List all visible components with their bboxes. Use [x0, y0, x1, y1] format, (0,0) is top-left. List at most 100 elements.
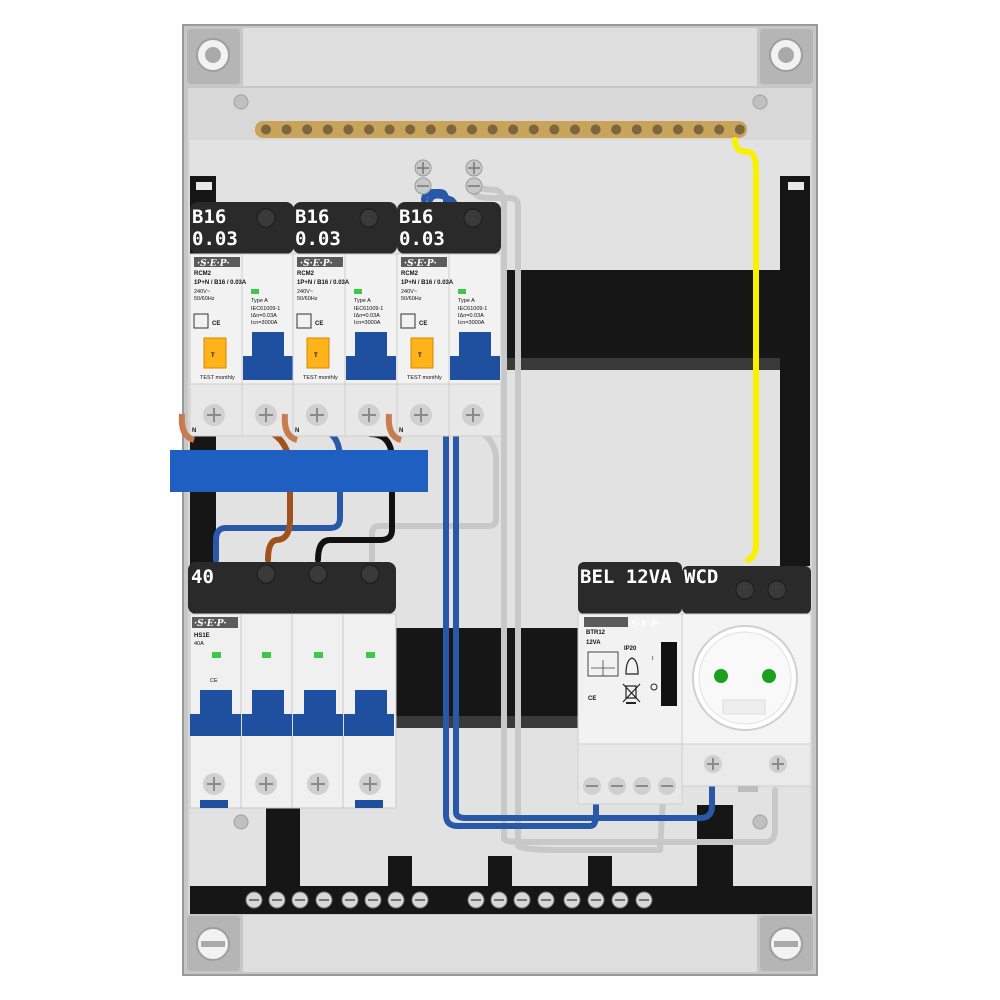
rcbo-type: Type A [251, 298, 268, 304]
busbar-hole [302, 124, 313, 135]
bell-transformer-ce: CE [588, 696, 596, 702]
busbar-hole [549, 124, 560, 135]
rcbo-standard: IEC61009-1 [458, 306, 487, 312]
rcbo-group: B16 0.03 ·S·E·P· RCM2 1P+N / B16 / 0.03A 240V… [178, 202, 502, 443]
rcbo-ce: CE [419, 321, 427, 327]
incoming-terminal-screws [414, 159, 483, 195]
neutral-link [385, 413, 403, 443]
rcbo-label-line2: 0.03 [399, 228, 445, 250]
bell-transformer-brand: ·S·E·P· [628, 620, 661, 630]
rcbo-brand: ·S·E·P· [300, 259, 333, 269]
rcbo-neutral-mark: N [399, 428, 403, 434]
main-switch-label-cap [188, 562, 396, 614]
rcbo-test-label: TEST monthly [407, 375, 442, 381]
main-switch-cap-screws [256, 564, 380, 584]
busbar-hole [508, 124, 519, 135]
rcbo-indicator [458, 289, 466, 294]
wire-blue-2 [427, 192, 715, 821]
main-switch-label: 40 [191, 566, 214, 588]
rcbo-voltage: 240V~ [194, 289, 210, 295]
wire-blue-3 [213, 427, 343, 563]
neutral-link [178, 413, 196, 443]
rcbo-ce: CE [315, 321, 323, 327]
neutral-link [281, 413, 299, 443]
busbar-hole [631, 124, 642, 135]
busbar-hole [446, 124, 457, 135]
busbar-hole [673, 124, 683, 135]
kema-mark [400, 313, 416, 329]
main-switch-ce: CE [210, 678, 218, 684]
busbar-hole [322, 124, 333, 135]
busbar-hole [384, 124, 395, 135]
rcbo-brand: ·S·E·P· [404, 259, 437, 269]
socket-label: WCD [684, 566, 718, 588]
bell-transformer[interactable]: BEL 12VA ·S·E·P· BTR12 12VA IP20 CE I [577, 562, 683, 805]
rcbo-toggle-base [346, 356, 396, 380]
busbar-hole [364, 124, 374, 135]
rcbo-indicator [251, 289, 259, 294]
rcbo-toggle-base [450, 356, 500, 380]
rcbo-standard: IEC61009-1 [251, 306, 280, 312]
earth-busbar [255, 121, 747, 138]
rcbo-test-label: TEST monthly [303, 375, 338, 381]
rcbo-spec: 1P+N / B16 / 0.03A [194, 280, 247, 286]
rcbo-model: RCM2 [401, 271, 419, 277]
busbar-hole [405, 124, 416, 135]
bell-transformer-label-cap [578, 562, 682, 614]
slot-left [196, 182, 212, 190]
wire-yellow-earth [732, 137, 759, 563]
rcbo-test-button[interactable] [306, 337, 330, 369]
rcbo-test-button[interactable] [410, 337, 434, 369]
rcbo-label-line1: B16 [295, 206, 329, 228]
kema-mark [193, 313, 209, 329]
corner-screw-top-left [187, 29, 240, 84]
rcbo-voltage: 240V~ [297, 289, 313, 295]
wire-blue-1 [421, 189, 599, 829]
rcbo-icn: Icn=3000A [458, 320, 485, 326]
corner-screw-bottom-left [187, 916, 240, 971]
rcbo-toggle-base [243, 356, 293, 380]
busbar-hole [487, 124, 498, 135]
rcbo-spec: 1P+N / B16 / 0.03A [401, 280, 454, 286]
rcbo-test-button[interactable] [203, 337, 227, 369]
transformer-window [661, 642, 677, 706]
main-switch-rating: 40A [194, 641, 204, 647]
rcbo-neutral-mark: N [295, 428, 299, 434]
bell-transformer-model: BTR12 [586, 630, 606, 636]
main-switch[interactable]: 40 ·S·E·P· HS1E 40A CE [188, 562, 397, 809]
rcbo-neutral-mark: N [192, 428, 196, 434]
rcbo-indicator [354, 289, 362, 294]
busbar-hole [590, 124, 601, 135]
rcbo-cap-screw [256, 208, 276, 228]
wire-black [315, 431, 395, 563]
rcbo-label-line2: 0.03 [192, 228, 238, 250]
wall-socket[interactable]: WCD [681, 566, 812, 792]
rcbo-idn: IΔn=0.03A [251, 313, 277, 319]
rcbo-test-letter: T [418, 353, 422, 359]
bell-transformer-ip: IP20 [624, 646, 637, 652]
crossed-bin-icon [622, 683, 641, 703]
kema-mark [296, 313, 312, 329]
bell-transformer-rating: 12VA [586, 640, 601, 646]
comb-busbar [170, 450, 428, 492]
rcbo-voltage: 240V~ [401, 289, 417, 295]
rcbo-test-letter: T [211, 353, 215, 359]
slot-right [788, 182, 804, 190]
wire-grey-3 [369, 427, 499, 563]
busbar-hole [611, 124, 622, 135]
main-switch-brand: ·S·E·P· [194, 619, 227, 629]
wire-brown [263, 427, 293, 563]
rcbo-model: RCM2 [194, 271, 212, 277]
bottom-cover-strip [243, 915, 757, 972]
rcbo-frequency: 50/60Hz [401, 296, 422, 302]
main-switch-poles: ·S·E·P· HS1E 40A CE [189, 613, 397, 809]
rcbo-type: Type A [354, 298, 371, 304]
rcbo-cap-screw [359, 208, 379, 228]
busbar-hole [281, 124, 292, 135]
frame-strip-right [780, 176, 810, 566]
rcbo-type: Type A [458, 298, 475, 304]
